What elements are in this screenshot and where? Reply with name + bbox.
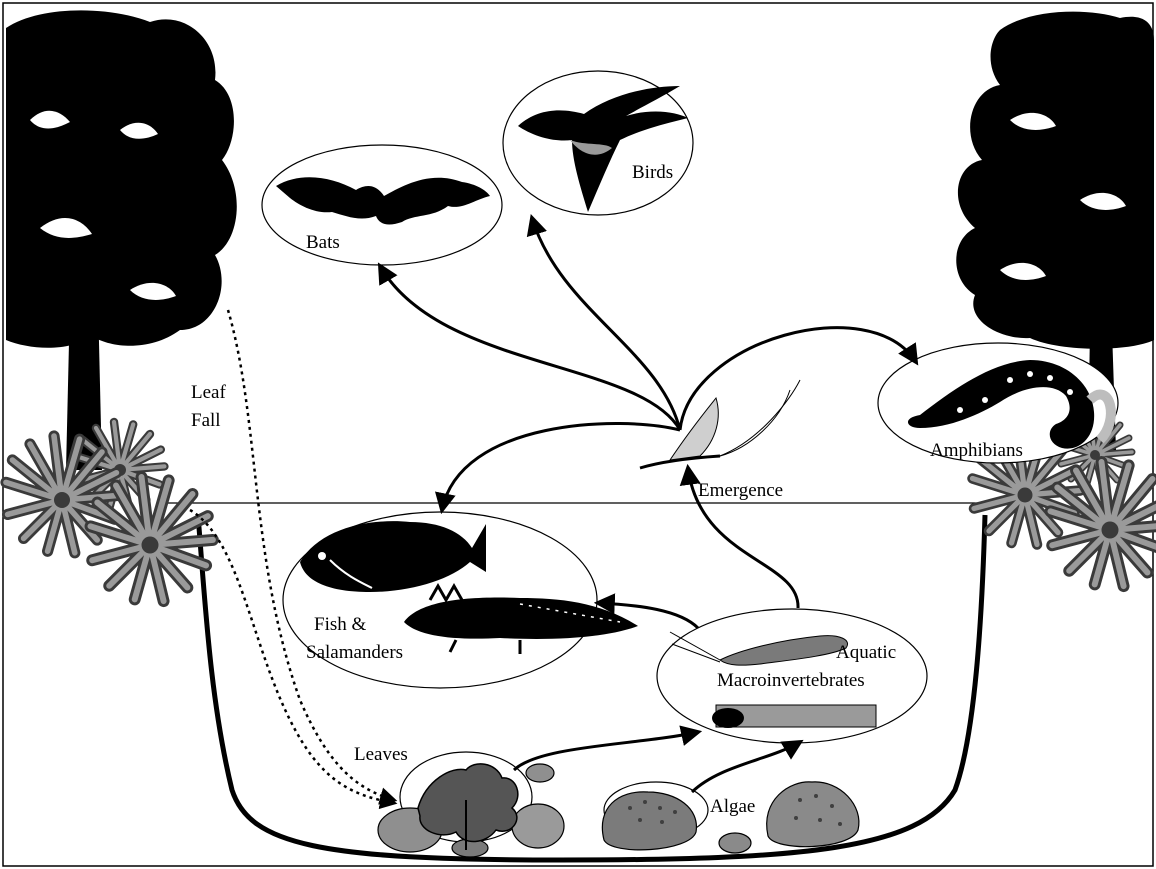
fish-label-line1: Fish & <box>314 614 366 636</box>
amphibians-label: Amphibians <box>930 440 1023 462</box>
leaf-fall-label-line2: Fall <box>191 410 221 432</box>
leaves-label: Leaves <box>354 744 408 766</box>
bats-label: Bats <box>306 232 340 254</box>
aquatic-label-line2: Macroinvertebrates <box>717 670 865 692</box>
leaf-fall-label-line1: Leaf <box>191 382 226 404</box>
birds-label: Birds <box>632 162 673 184</box>
emergence-label: Emergence <box>698 480 783 502</box>
algae-label: Algae <box>710 796 755 818</box>
fern-left-icon <box>6 422 213 601</box>
aquatic-label-line1: Aquatic <box>836 642 896 664</box>
fish-label-line2: Salamanders <box>306 642 403 664</box>
